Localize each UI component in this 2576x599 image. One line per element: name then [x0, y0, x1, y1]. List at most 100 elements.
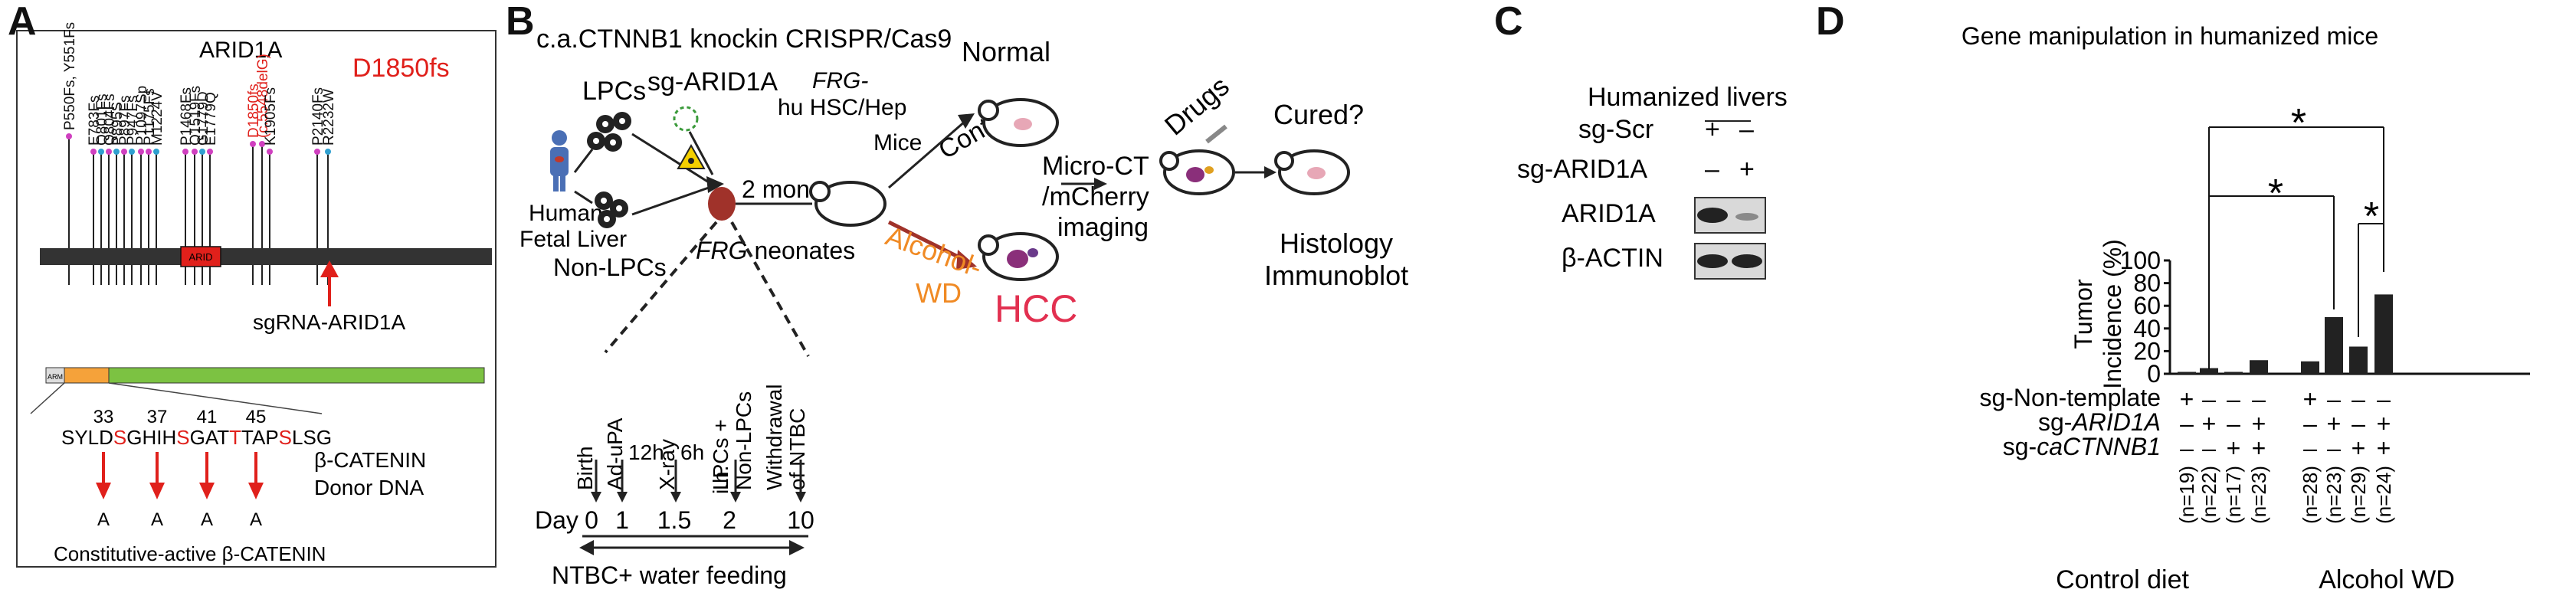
bar	[2224, 372, 2243, 374]
band-arid1a-lane2	[1735, 213, 1758, 221]
lpcs-label: LPCs	[582, 77, 646, 106]
mutation-dot	[106, 149, 112, 155]
bar	[2301, 361, 2319, 374]
row-label-cactnnb1: sg-caCTNNB1	[2003, 433, 2161, 460]
timeline-event: i.h.	[709, 466, 732, 494]
zoom-line-right	[108, 382, 323, 414]
treatment-sign: –	[2180, 410, 2194, 437]
mutation-label: P550Fs, Y551Fs	[62, 22, 78, 130]
micro-ct-label-2: /mCherry	[1042, 182, 1149, 211]
sample-size-label: (n=17)	[2222, 466, 2245, 524]
y-axis-label-line2: Incidence (%)	[2099, 239, 2126, 389]
sample-size-label: (n=19)	[2175, 466, 2198, 524]
y-tick-label: 40	[2133, 315, 2161, 342]
treatment-sign: +	[2202, 410, 2217, 437]
highlight-mutation: D1850fs	[352, 54, 450, 83]
mutation-label: P947Fs	[125, 96, 141, 146]
two-mon-label: 2 mon	[742, 175, 810, 203]
mutation-label: P1468Fs	[179, 87, 195, 146]
donor-label-2: Donor DNA	[314, 476, 424, 499]
convergence-arrowhead	[706, 176, 724, 193]
chart-title: Gene manipulation in humanized mice	[1961, 22, 2378, 50]
day-value: 1.5	[657, 506, 691, 534]
treatment-sign: –	[2303, 434, 2317, 462]
normal-label: Normal	[962, 36, 1050, 67]
syringe-icon	[1205, 124, 1227, 144]
day-value: 0	[585, 506, 598, 534]
mutation-dot	[66, 133, 72, 139]
human-label: Human	[529, 201, 603, 226]
mutation-label: E783Fs	[87, 96, 103, 146]
mutation-label: Q801Fs	[94, 93, 110, 146]
frg-neonates-hidden: FRG neonates	[693, 257, 699, 260]
bar	[2200, 368, 2218, 374]
mouse-hcc-icon	[978, 232, 1059, 281]
western-blot: Humanized livers sg-Scr + – sg-ARID1A – …	[1517, 83, 1788, 280]
day-value: 2	[723, 506, 736, 534]
row-label-nontemplate: sg-Non-template	[1979, 384, 2161, 411]
histology-label: Histology	[1280, 227, 1393, 259]
lpc-cells-icon	[587, 112, 631, 152]
treatment-sign: –	[2303, 410, 2317, 437]
mutation-label: M1224V	[149, 91, 166, 146]
mutation-arrowhead	[96, 483, 111, 499]
significance-star: *	[2291, 101, 2306, 146]
mutation-dot	[153, 149, 159, 155]
interval-label: 12h	[628, 440, 664, 464]
sg-scr-label: sg-Scr	[1578, 115, 1653, 144]
workflow-schematic: c.a.CTNNB1 knockin CRISPR/Cas9 LPCs sg-A…	[519, 25, 1408, 589]
band-actin-lane1	[1697, 254, 1728, 268]
mutant-residue: A	[151, 509, 163, 530]
mutation-dot	[113, 149, 120, 155]
timeline-arrowhead	[730, 492, 741, 502]
treatment-sign: +	[2252, 434, 2266, 462]
mutation-arrowhead	[199, 483, 215, 499]
arrow-plasmid-to-neonate	[688, 131, 714, 175]
mutation-dot	[325, 149, 331, 155]
nonlpc-cells-icon	[595, 191, 628, 228]
sequence-position: 33	[93, 407, 114, 427]
mutation-dot	[146, 149, 152, 155]
band-actin-label: β-ACTIN	[1562, 244, 1663, 273]
mutation-dot	[314, 149, 320, 155]
mutation-label: Q1519Fs	[188, 86, 204, 146]
mutant-residue: A	[250, 509, 262, 530]
arid-domain-label: ARID	[188, 251, 212, 263]
mutation-dot	[98, 149, 104, 155]
panel-c-label: C	[1494, 0, 1523, 44]
y-tick-label: 60	[2133, 292, 2161, 319]
sample-size-label: (n=23)	[2247, 466, 2270, 524]
catenin-arm-label: ARM	[48, 373, 63, 381]
mutation-label: Q804Fs	[102, 93, 118, 146]
treatment-sign: –	[2327, 385, 2341, 413]
band-arid1a-label: ARID1A	[1562, 199, 1656, 228]
treatment-sign: –	[2352, 385, 2365, 413]
sg-scr-sign-1: +	[1705, 115, 1720, 144]
ntbc-label: NTBC+ water feeding	[552, 561, 787, 589]
mutation-label: R2232W	[321, 89, 337, 146]
mutation-dot	[182, 149, 188, 155]
sample-size-labels: (n=19)(n=22)(n=17)(n=23)(n=28)(n=23)(n=2…	[2175, 466, 2395, 524]
mutation-dot	[129, 149, 135, 155]
sg-arid1a-label: sg-ARID1A	[647, 67, 778, 97]
mutation-label: P897Fs	[117, 96, 133, 146]
row-label-arid1a: sg-ARID1A	[2038, 408, 2161, 436]
group-label-control: Control diet	[2056, 565, 2189, 594]
mutation-dot	[138, 149, 144, 155]
day-value: 1	[615, 506, 629, 534]
hu-hsc-hep-label: hu HSC/Hep	[778, 95, 906, 120]
mutant-residue: A	[201, 509, 213, 530]
timeline-event: of NTBC	[785, 408, 809, 490]
mouse-treated-icon	[1159, 149, 1235, 195]
catenin-body	[108, 367, 485, 384]
zoom-line-left	[30, 382, 65, 414]
band-arid1a-lane1	[1697, 208, 1728, 223]
panel-a-frame	[16, 30, 497, 568]
treatment-sign: +	[2352, 434, 2366, 462]
